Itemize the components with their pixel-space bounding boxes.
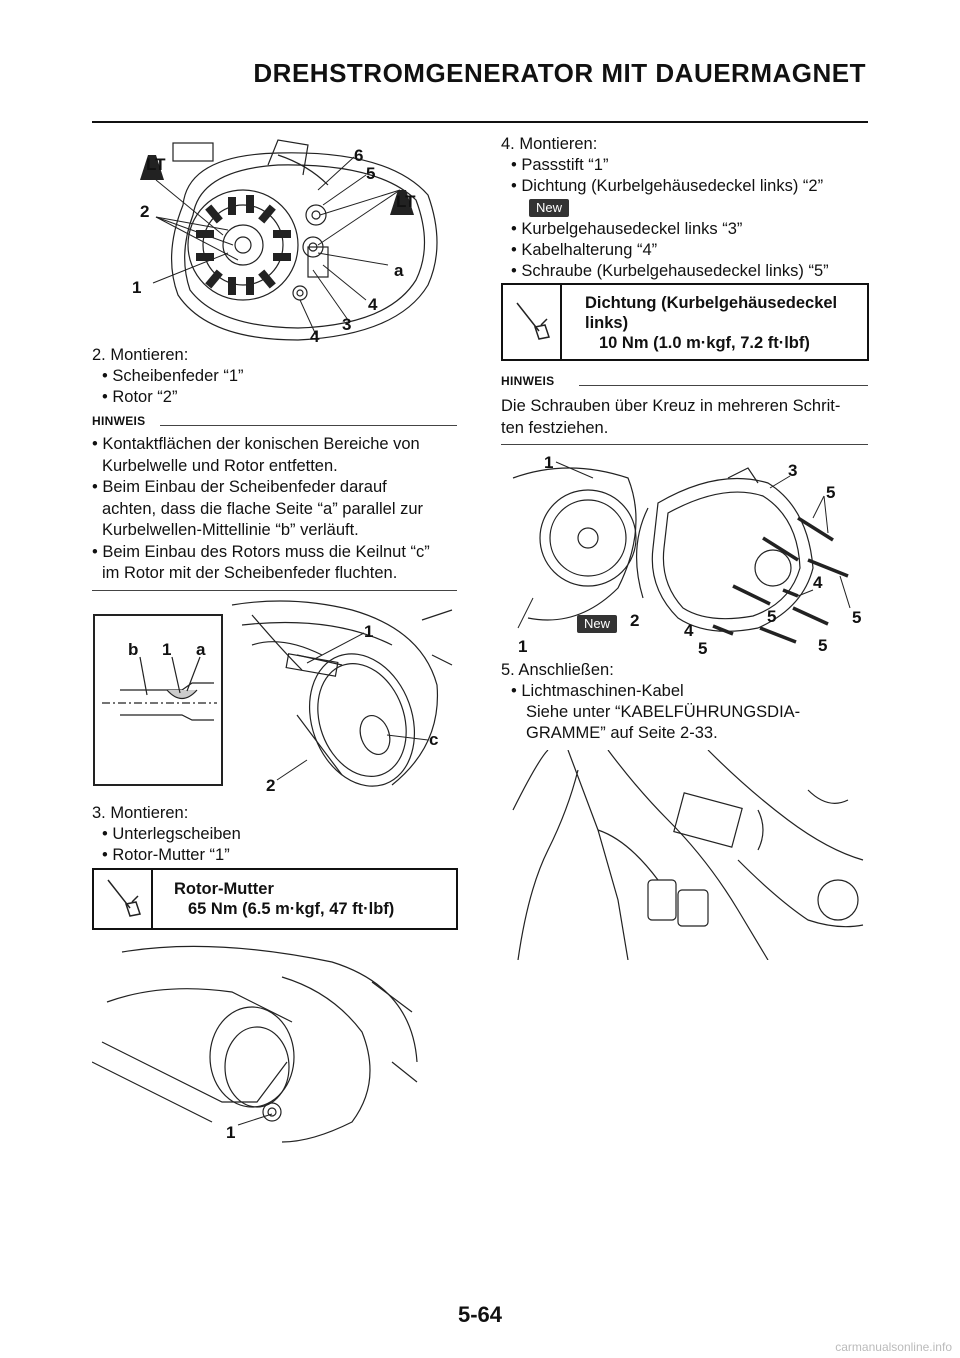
watermark: carmanualsonline.info <box>835 1340 952 1354</box>
step-4-item: • Kurbelgehausedeckel links “3” <box>511 220 743 238</box>
step-2-title: 2. Montieren: <box>92 346 189 364</box>
note-line: im Rotor mit der Scheibenfeder fluchten. <box>102 564 398 582</box>
step-4-item: • Schraube (Kurbelgehausedeckel links) “… <box>511 262 829 280</box>
note-label: HINWEIS <box>501 374 555 388</box>
figure-crankcase-cover: 1 3 5 4 5 5 4 5 5 2 1 <box>508 448 868 658</box>
lt-icon: LT <box>146 155 166 174</box>
callout-label: 1 <box>132 278 141 297</box>
torque-value: 10 Nm (1.0 m·kgf, 7.2 ft·lbf) <box>599 334 810 352</box>
torque-box: Rotor-Mutter 65 Nm (6.5 m·kgf, 47 ft·lbf… <box>92 868 458 930</box>
note-rule <box>160 425 457 426</box>
note-line: ten festziehen. <box>501 419 609 437</box>
callout-label: a <box>394 261 404 280</box>
callout-label: 1 <box>518 637 527 656</box>
callout-label: 4 <box>310 327 320 346</box>
step-5-item: GRAMME” auf Seite 2-33. <box>526 724 718 742</box>
note-line: achten, dass die flache Seite “a” parall… <box>102 500 424 518</box>
callout-label: 5 <box>366 164 375 183</box>
torque-value: 65 Nm (6.5 m·kgf, 47 ft·lbf) <box>188 900 395 918</box>
note-line: • Kontaktflächen der konischen Bereiche … <box>92 435 420 453</box>
callout-label: 5 <box>767 607 776 626</box>
callout-label: 4 <box>813 573 823 592</box>
step-4-title: 4. Montieren: <box>501 135 598 153</box>
note-label: HINWEIS <box>92 414 146 428</box>
figure-stator: LT LT 6 5 2 a 1 4 3 4 <box>128 135 448 350</box>
torque-divider <box>151 870 153 928</box>
callout-label: 5 <box>852 608 861 627</box>
wrench-icon <box>107 879 141 917</box>
note-end-rule <box>92 590 457 591</box>
callout-label: a <box>196 640 206 659</box>
wrench-icon <box>516 302 550 340</box>
figure-wiring <box>508 750 868 960</box>
callout-label: 2 <box>140 202 149 221</box>
callout-label: 2 <box>266 776 275 795</box>
step-2-item: • Scheibenfeder “1” <box>102 367 244 385</box>
torque-name: links) <box>585 314 629 332</box>
step-5-item: • Lichtmaschinen-Kabel <box>511 682 684 700</box>
figure-rotor-nut: 1 <box>92 942 422 1147</box>
callout-label: 1 <box>162 640 171 659</box>
page-title: DREHSTROMGENERATOR MIT DAUERMAGNET <box>253 58 866 88</box>
callout-label: 5 <box>698 639 707 658</box>
note-end-rule <box>501 444 868 445</box>
step-3-title: 3. Montieren: <box>92 804 189 822</box>
inset-box <box>93 614 223 786</box>
callout-label: 4 <box>684 621 694 640</box>
torque-name: Dichtung (Kurbelgehäusedeckel <box>585 294 838 312</box>
callout-label: 3 <box>342 315 351 334</box>
note-rule <box>579 385 868 386</box>
callout-label: 5 <box>826 483 835 502</box>
callout-label: 1 <box>544 453 553 472</box>
callout-label: 1 <box>226 1123 235 1142</box>
callout-label: b <box>128 640 138 659</box>
callout-label: c <box>429 730 438 749</box>
note-line: Kurbelwellen-Mittellinie “b” verläuft. <box>102 521 359 539</box>
torque-divider <box>560 285 562 359</box>
note-line: Kurbelwelle und Rotor entfetten. <box>102 457 338 475</box>
note-line: • Beim Einbau der Scheibenfeder darauf <box>92 478 387 496</box>
lt-icon: LT <box>396 192 416 211</box>
step-4-item: • Dichtung (Kurbelgehäusedeckel links) “… <box>511 177 824 195</box>
new-badge: New <box>529 199 570 217</box>
title-rule <box>92 121 868 123</box>
page-number: 5-64 <box>457 1302 503 1327</box>
torque-box: Dichtung (Kurbelgehäusedeckel links) 10 … <box>501 283 869 361</box>
step-3-item: • Unterlegscheiben <box>102 825 241 843</box>
figure-rotor: b 1 a 1 c 2 <box>92 595 457 795</box>
step-4-item: • Passstift “1” <box>511 156 609 174</box>
callout-label: 1 <box>364 622 373 641</box>
step-3-item: • Rotor-Mutter “1” <box>102 846 230 864</box>
callout-label: 2 <box>630 611 639 630</box>
step-4-item: • Kabelhalterung “4” <box>511 241 658 259</box>
step-5-item: Siehe unter “KABELFÜHRUNGSDIA- <box>526 703 801 721</box>
callout-label: 3 <box>788 461 797 480</box>
step-2-item: • Rotor “2” <box>102 388 178 406</box>
note-line: • Beim Einbau des Rotors muss die Keilnu… <box>92 543 430 561</box>
new-badge: New <box>577 615 618 633</box>
note-line: Die Schrauben über Kreuz in mehreren Sch… <box>501 397 841 415</box>
callout-label: 4 <box>368 295 378 314</box>
torque-name: Rotor-Mutter <box>174 880 274 898</box>
step-5-title: 5. Anschließen: <box>501 661 614 679</box>
callout-label: 6 <box>354 146 363 165</box>
callout-label: 5 <box>818 636 827 655</box>
